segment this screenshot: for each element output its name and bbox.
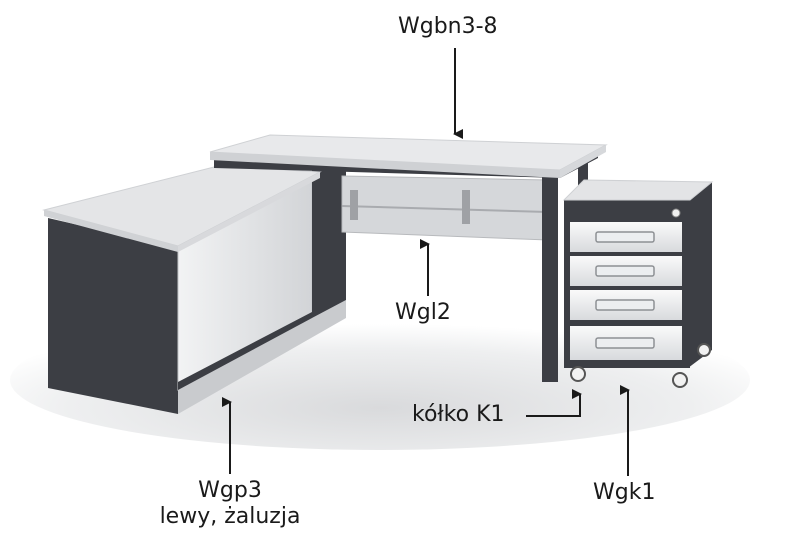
cabinet-plinth-dark [178, 312, 312, 390]
drawer-4-handle [595, 337, 655, 349]
label-desk-top: Wgbn3-8 [398, 14, 498, 39]
mobile-pedestal [562, 179, 714, 388]
pedestal-top [562, 179, 714, 201]
label-side-cabinet-desc: lewy, żaluzja [159, 504, 301, 530]
desk [209, 134, 608, 382]
modesty-bracket-right [462, 190, 470, 224]
cabinet-right-panel [312, 160, 346, 318]
label-side-cabinet: Wgp3 lewy, żaluzja [150, 478, 310, 531]
caster-front-left [570, 366, 586, 382]
caster-front-right [672, 372, 688, 388]
cabinet-top-edge [44, 210, 178, 252]
cabinet-top-edge-right [178, 172, 320, 252]
callout-arrows [222, 48, 630, 476]
cabinet-plinth [178, 300, 346, 414]
label-side-cabinet-code: Wgp3 [198, 478, 262, 503]
pedestal-drawers [570, 222, 682, 360]
label-caster: kółko K1 [412, 402, 505, 427]
caster-back-right [697, 343, 711, 357]
label-pedestal: Wgk1 [593, 480, 656, 505]
desk-top-edge-front [210, 152, 560, 178]
desk-leg-right [578, 160, 588, 196]
lock-icon [671, 208, 681, 218]
desk-leg-front [542, 176, 558, 382]
desk-top-edge-right [560, 145, 606, 178]
casters [570, 343, 711, 388]
cabinet-left-panel [48, 218, 178, 414]
drawer-1-handle [595, 231, 655, 243]
label-modesty-panel: Wgl2 [395, 300, 451, 325]
drawer-2-handle [595, 265, 655, 277]
modesty-bracket-left [350, 190, 358, 220]
modesty-panel-rail [341, 205, 549, 213]
side-cabinet [42, 160, 346, 414]
drawer-3-handle [595, 299, 655, 311]
pedestal-side [688, 182, 712, 368]
arrow-caster [526, 389, 582, 417]
